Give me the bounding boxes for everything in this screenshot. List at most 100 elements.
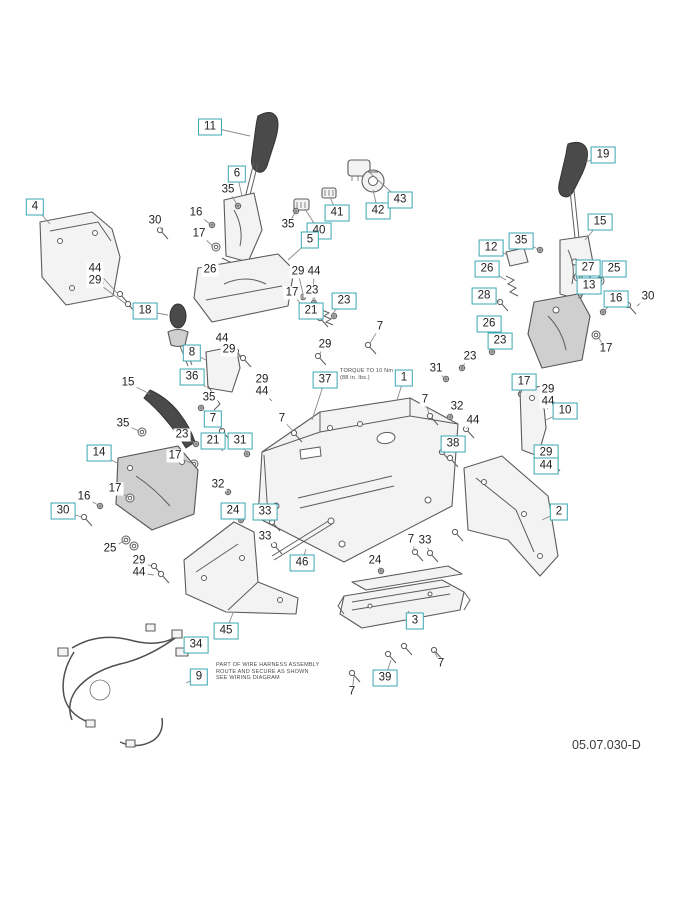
part-wire-harness-9 xyxy=(57,623,189,748)
callout-16: 16 xyxy=(75,490,93,504)
callout-7: 7 xyxy=(419,393,431,407)
callout-5: 5 xyxy=(300,231,320,249)
callout-21: 21 xyxy=(200,432,226,450)
callout-19: 19 xyxy=(590,146,616,164)
callout-33: 33 xyxy=(256,530,274,544)
figure-code: 05.07.030-D xyxy=(572,738,641,752)
callout-7: 7 xyxy=(435,657,447,671)
callout-23: 23 xyxy=(331,292,357,310)
part-console-5 xyxy=(193,253,338,328)
callout-18: 18 xyxy=(132,302,158,320)
part-bracket-45 xyxy=(183,516,299,615)
callout-34: 34 xyxy=(183,636,209,654)
callout-16: 16 xyxy=(603,290,629,308)
callout-17: 17 xyxy=(283,286,301,300)
callout-37: 37 xyxy=(312,371,338,389)
callout-7: 7 xyxy=(276,412,288,426)
callout-9: 9 xyxy=(189,668,209,686)
callout-35: 35 xyxy=(114,417,132,431)
callout-31: 31 xyxy=(227,432,253,450)
callout-45: 45 xyxy=(213,622,239,640)
callout-29: 29 xyxy=(86,274,104,288)
part-switch-cluster xyxy=(292,159,385,215)
callout-12: 12 xyxy=(478,239,504,257)
callout-17: 17 xyxy=(597,342,615,356)
callout-39: 39 xyxy=(372,669,398,687)
callout-10: 10 xyxy=(552,402,578,420)
callout-26: 26 xyxy=(201,263,219,277)
callout-24: 24 xyxy=(220,502,246,520)
callout-24: 24 xyxy=(366,554,384,568)
callout-26: 26 xyxy=(474,260,500,278)
callout-44: 44 xyxy=(533,457,559,475)
callout-15: 15 xyxy=(587,213,613,231)
callout-28: 28 xyxy=(471,287,497,305)
callout-30: 30 xyxy=(50,502,76,520)
callout-6: 6 xyxy=(227,165,247,183)
callout-8: 8 xyxy=(182,344,202,362)
callout-7: 7 xyxy=(346,685,358,699)
callout-7: 7 xyxy=(405,533,417,547)
callout-27: 27 xyxy=(575,259,601,277)
callout-17: 17 xyxy=(166,449,184,463)
callout-44: 44 xyxy=(464,414,482,428)
callout-17: 17 xyxy=(511,373,537,391)
callout-15: 15 xyxy=(119,376,137,390)
callout-23: 23 xyxy=(173,428,191,442)
callout-23: 23 xyxy=(303,284,321,298)
callout-29: 29 xyxy=(253,373,271,387)
callout-25: 25 xyxy=(601,260,627,278)
callout-7: 7 xyxy=(203,410,223,428)
callout-44: 44 xyxy=(539,395,557,409)
note-text: TORQUE TO 10 Nm(88 in. lbs.) xyxy=(340,368,394,381)
callout-44: 44 xyxy=(253,385,271,399)
callout-30: 30 xyxy=(639,290,657,304)
callout-17: 17 xyxy=(106,482,124,496)
callout-29: 29 xyxy=(220,343,238,357)
callout-29: 29 xyxy=(289,265,307,279)
callout-17: 17 xyxy=(190,227,208,241)
callout-35: 35 xyxy=(508,232,534,250)
callout-44: 44 xyxy=(130,566,148,580)
callout-1: 1 xyxy=(394,369,414,387)
callout-7: 7 xyxy=(374,320,386,334)
callout-11: 11 xyxy=(198,118,222,136)
callout-41: 41 xyxy=(324,204,350,222)
callout-42: 42 xyxy=(365,202,391,220)
callout-29: 29 xyxy=(316,338,334,352)
callout-23: 23 xyxy=(487,332,513,350)
part-rod-46 xyxy=(271,517,335,561)
callout-44: 44 xyxy=(86,262,104,276)
callout-3: 3 xyxy=(405,612,425,630)
callout-35: 35 xyxy=(279,218,297,232)
callout-33: 33 xyxy=(252,503,278,521)
callout-2: 2 xyxy=(549,503,569,521)
callout-36: 36 xyxy=(179,368,205,386)
callout-16: 16 xyxy=(187,206,205,220)
part-bracket-14 xyxy=(80,445,199,584)
part-lever-11-6 xyxy=(156,112,279,279)
part-bracket-2 xyxy=(451,455,559,577)
callout-32: 32 xyxy=(448,400,466,414)
callout-33: 33 xyxy=(416,534,434,548)
callout-35: 35 xyxy=(200,391,218,405)
callout-30: 30 xyxy=(146,214,164,228)
callout-35: 35 xyxy=(219,183,237,197)
callout-44: 44 xyxy=(305,265,323,279)
callout-29: 29 xyxy=(130,554,148,568)
part-main-panel-1 xyxy=(125,341,459,563)
callout-38: 38 xyxy=(440,435,466,453)
part-bracket-3 xyxy=(337,548,471,683)
callout-31: 31 xyxy=(427,362,445,376)
callout-21: 21 xyxy=(298,302,324,320)
callout-14: 14 xyxy=(86,444,112,462)
callout-25: 25 xyxy=(101,542,119,556)
callout-23: 23 xyxy=(461,350,479,364)
callout-46: 46 xyxy=(289,554,315,572)
callout-43: 43 xyxy=(387,191,413,209)
callout-26: 26 xyxy=(476,315,502,333)
